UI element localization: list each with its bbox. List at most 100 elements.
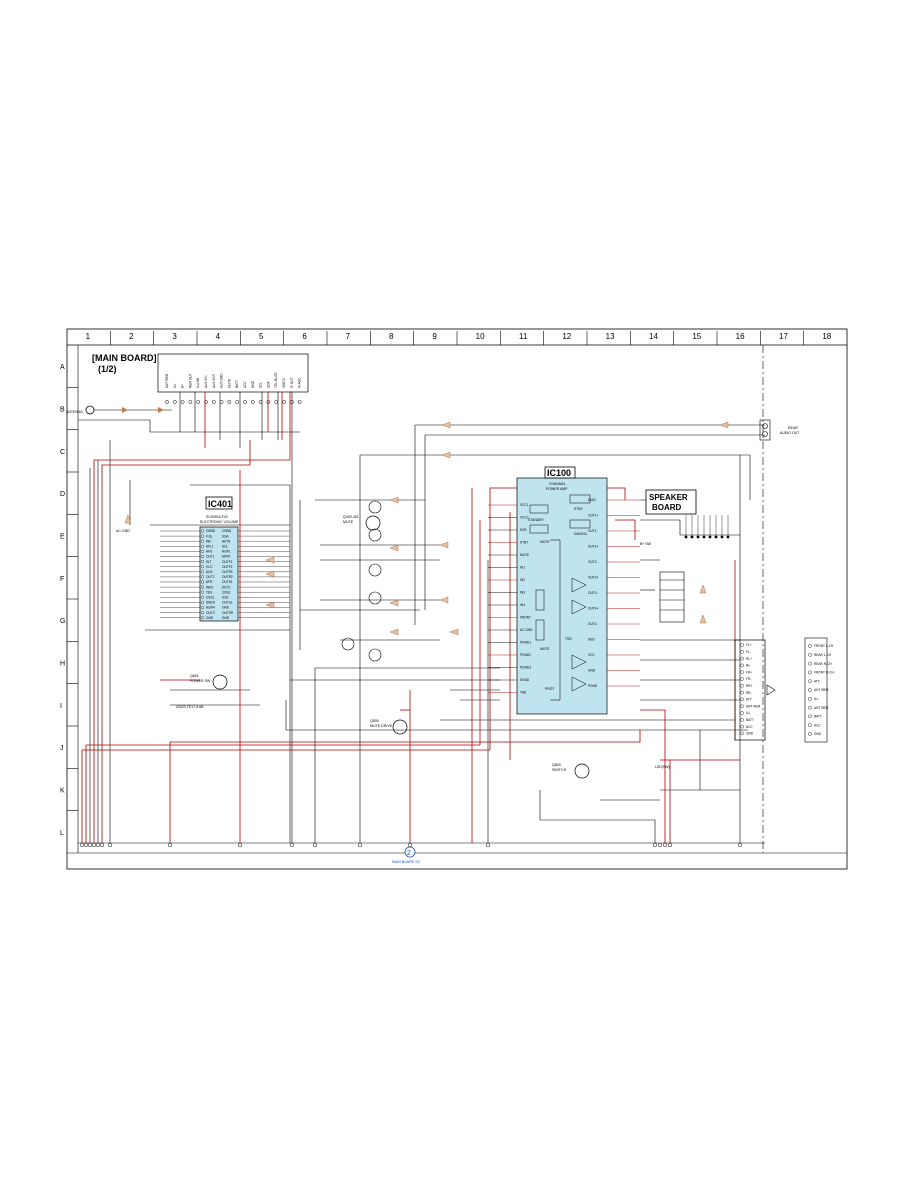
output-connector-pin-label: GND bbox=[746, 732, 754, 736]
ic401-pin-label: AFR bbox=[206, 580, 213, 584]
terminal-icon bbox=[91, 842, 97, 848]
ic401-pin-label: F.SL bbox=[206, 534, 213, 538]
terminal-icon bbox=[107, 842, 113, 848]
top-connector-pin-label: BATT bbox=[235, 380, 239, 388]
rear-out-jack bbox=[759, 419, 771, 441]
ic100-pin-label: VCC2 bbox=[520, 516, 529, 520]
ic401-pin-label: OUT1 bbox=[206, 555, 215, 559]
ic401-pin-label: SNDS bbox=[206, 601, 215, 605]
ic401-pin-label: OSND bbox=[206, 529, 216, 533]
speaker-board-connector bbox=[659, 571, 685, 623]
pin-icon bbox=[200, 560, 204, 564]
ic100-pin-label: PGND3 bbox=[520, 666, 531, 670]
transistor-desc: MUTE DRIVE bbox=[370, 724, 393, 728]
grid-column-4: 4 bbox=[216, 332, 221, 341]
terminal-icon bbox=[357, 842, 363, 848]
ic100-pin-label: OUT4- bbox=[588, 622, 598, 626]
ic100-pins: VCC1VCC2SVRSTBYMUTEIN1IN2IN3IN4FRONTAC-G… bbox=[488, 498, 640, 695]
pin-icon bbox=[200, 611, 204, 615]
output-connector-pin-label: FR+ bbox=[746, 670, 752, 674]
ic401-pin-label: OUTR2 bbox=[222, 575, 233, 579]
pin-icon bbox=[200, 534, 204, 538]
ic100-pin-label: PGND1 bbox=[520, 641, 531, 645]
transistor-icon bbox=[365, 515, 381, 531]
pin-icon bbox=[740, 663, 744, 668]
top-connector-pin-label: ILL bbox=[173, 383, 177, 388]
ic100-inner-label: STANDBY bbox=[528, 518, 545, 522]
ic100-body bbox=[516, 477, 608, 715]
grid-row-L: L bbox=[60, 830, 64, 837]
ic401-pin-label: INR2 bbox=[206, 585, 213, 589]
grid-row-D: D bbox=[60, 491, 65, 498]
output-connector-pin-label: BATT bbox=[746, 718, 754, 722]
frame bbox=[66, 328, 848, 870]
ic401-pin-label: GND bbox=[206, 616, 214, 620]
transistor-desc: MUTE bbox=[343, 520, 354, 524]
terminal-icon bbox=[667, 842, 673, 848]
pin-icon bbox=[180, 400, 185, 404]
pin-icon bbox=[200, 529, 204, 533]
pin-icon bbox=[740, 684, 744, 688]
transistor-ref: Q400,401 bbox=[343, 515, 359, 519]
pin-icon bbox=[808, 723, 812, 728]
wiring-harness-label: REAR R-CH bbox=[814, 662, 832, 666]
pin-icon bbox=[188, 400, 193, 404]
ic401-pin-label: ASTB bbox=[222, 539, 230, 543]
ic401-pin-label: OUTSL bbox=[222, 601, 233, 605]
pin-icon bbox=[282, 400, 286, 404]
pin-icon bbox=[200, 580, 204, 584]
ic100-pin-label: OUT1- bbox=[588, 529, 598, 533]
terminal-icon bbox=[312, 842, 318, 848]
output-connector-pin-label: ANT REM bbox=[746, 704, 761, 708]
top-connector-pin-label: IF AGC bbox=[298, 377, 302, 388]
ic100-pin-label: SGND bbox=[520, 678, 530, 682]
ic401-pin-label: OUT3 bbox=[206, 611, 215, 615]
ic401-pin-label: AFL1 bbox=[206, 545, 214, 549]
rear-out-label-2: AUDIO OUT bbox=[780, 431, 800, 435]
pin-icon bbox=[808, 670, 812, 675]
pin-icon bbox=[243, 400, 247, 404]
ic100-inner-label: MUTE bbox=[540, 647, 550, 651]
board-title: [MAIN BOARD] bbox=[92, 353, 157, 363]
output-connector-pin-label: FR- bbox=[746, 677, 751, 681]
pin-icon bbox=[808, 714, 812, 719]
ic401-pin-label: CSS2 bbox=[222, 590, 231, 594]
output-connector-pin-label: FL+ bbox=[746, 643, 752, 647]
note-q800: LED(SW) bbox=[655, 765, 670, 769]
grid-row-H: H bbox=[60, 661, 65, 668]
pin-icon bbox=[740, 711, 744, 715]
output-connector-pin-label: ILL bbox=[746, 711, 751, 715]
jack-icon bbox=[762, 423, 768, 429]
pin-icon bbox=[740, 677, 744, 681]
pin-icon bbox=[200, 616, 204, 620]
speaker-board-line1: SPEAKER bbox=[649, 493, 688, 502]
ic401-desc: ELECTRONIC VOLUME bbox=[200, 520, 239, 524]
top-connector-pin-label: SIRCS bbox=[282, 378, 286, 388]
grid-column-12: 12 bbox=[562, 332, 571, 341]
ic100-pin-label: OUT2+ bbox=[588, 545, 599, 549]
terminal-icon bbox=[737, 842, 743, 848]
ic100-inner-label: STBY bbox=[574, 507, 584, 511]
ic100-pin-label: SVR bbox=[520, 528, 527, 532]
transistor-ref: Q500 bbox=[370, 719, 379, 723]
ic401-pin-label: OSND bbox=[222, 529, 232, 533]
pin-icon bbox=[740, 650, 744, 654]
antenna-label: ANTENNA bbox=[66, 410, 83, 414]
pin-icon bbox=[200, 555, 204, 559]
terminal-icon bbox=[485, 842, 491, 848]
grid-column-8: 8 bbox=[389, 332, 394, 341]
grid-column-1: 1 bbox=[86, 332, 91, 341]
terminal-icon bbox=[662, 842, 668, 848]
transistor-icon bbox=[392, 719, 408, 735]
speaker-board-box bbox=[645, 489, 697, 515]
note-q601: UDZS-TE17-5.6B bbox=[176, 705, 204, 709]
output-connector-pin-label: RR- bbox=[746, 691, 752, 695]
top-connector-pin-label: MUTE bbox=[227, 379, 231, 388]
pin-icon bbox=[740, 656, 744, 661]
terminal-icon bbox=[237, 842, 243, 848]
